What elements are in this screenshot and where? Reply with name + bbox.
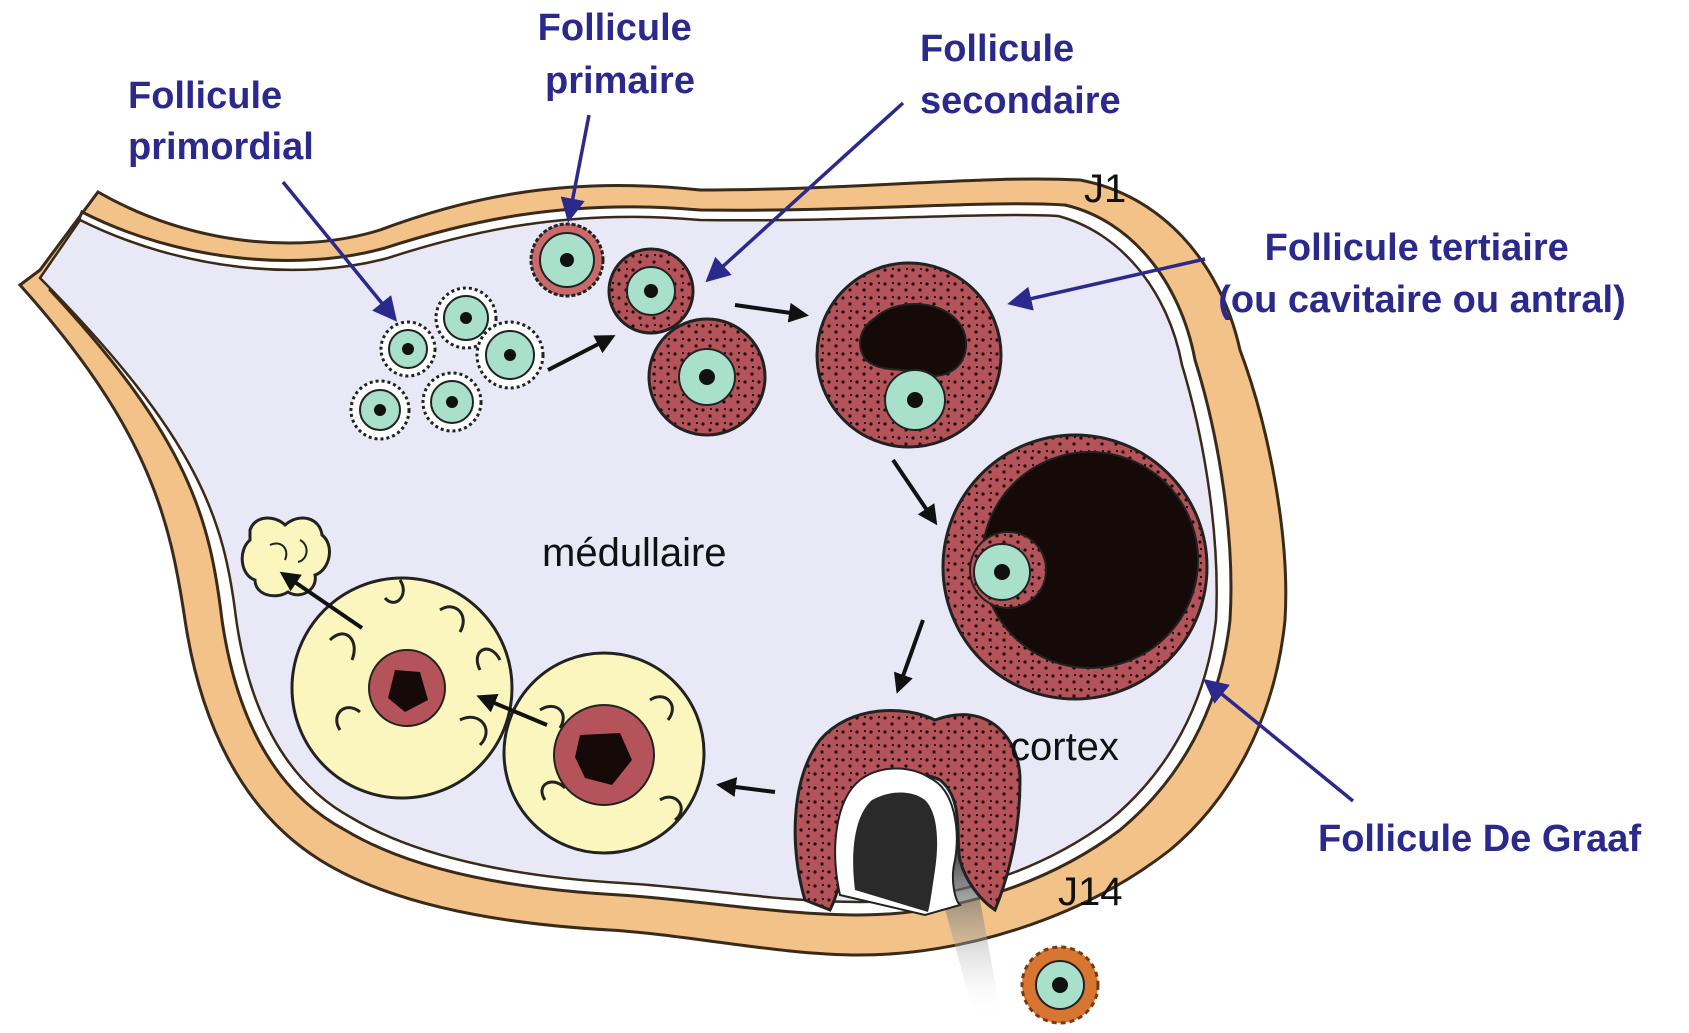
ovulated-oocyte <box>1022 947 1098 1023</box>
secondary-follicle <box>649 319 765 435</box>
label-secondaire-line-1: Follicule <box>920 28 1074 70</box>
primordial-follicle <box>351 381 409 439</box>
label-primaire-line-1: Follicule <box>538 7 692 49</box>
tertiary-follicle <box>817 263 1001 447</box>
label-tertiaire-line-2: (ou cavitaire ou antral) <box>1218 279 1626 321</box>
secondary-follicle <box>609 249 693 333</box>
label-cortex: cortex <box>1010 725 1119 769</box>
label-follicule-primaire: Follicule primaire <box>538 7 703 102</box>
label-j14: J14 <box>1058 870 1123 914</box>
label-j1: J1 <box>1084 167 1126 211</box>
corpus-luteum <box>292 578 512 798</box>
primordial-follicle <box>423 373 481 431</box>
label-secondaire-line-2: secondaire <box>920 80 1121 122</box>
label-primordial-line-1: Follicule <box>128 75 282 117</box>
primordial-follicle <box>477 322 543 388</box>
label-follicule-secondaire: Follicule secondaire <box>920 28 1121 122</box>
label-medullaire: médullaire <box>542 531 727 575</box>
ruptured-follicle <box>795 710 1020 1020</box>
label-follicule-tertiaire: Follicule tertiaire (ou cavitaire ou ant… <box>1218 227 1626 321</box>
primordial-follicle <box>381 322 435 376</box>
label-follicule-primordial: Follicule primordial <box>128 75 314 168</box>
label-primordial-line-2: primordial <box>128 126 314 168</box>
label-follicule-de-graaf: Follicule De Graaf <box>1318 818 1641 860</box>
graafian-follicle <box>943 435 1207 699</box>
label-primaire-line-2: primaire <box>545 60 695 102</box>
primary-follicle <box>531 224 603 296</box>
young-corpus-luteum <box>504 653 704 853</box>
label-tertiaire-line-1: Follicule tertiaire <box>1265 227 1569 269</box>
